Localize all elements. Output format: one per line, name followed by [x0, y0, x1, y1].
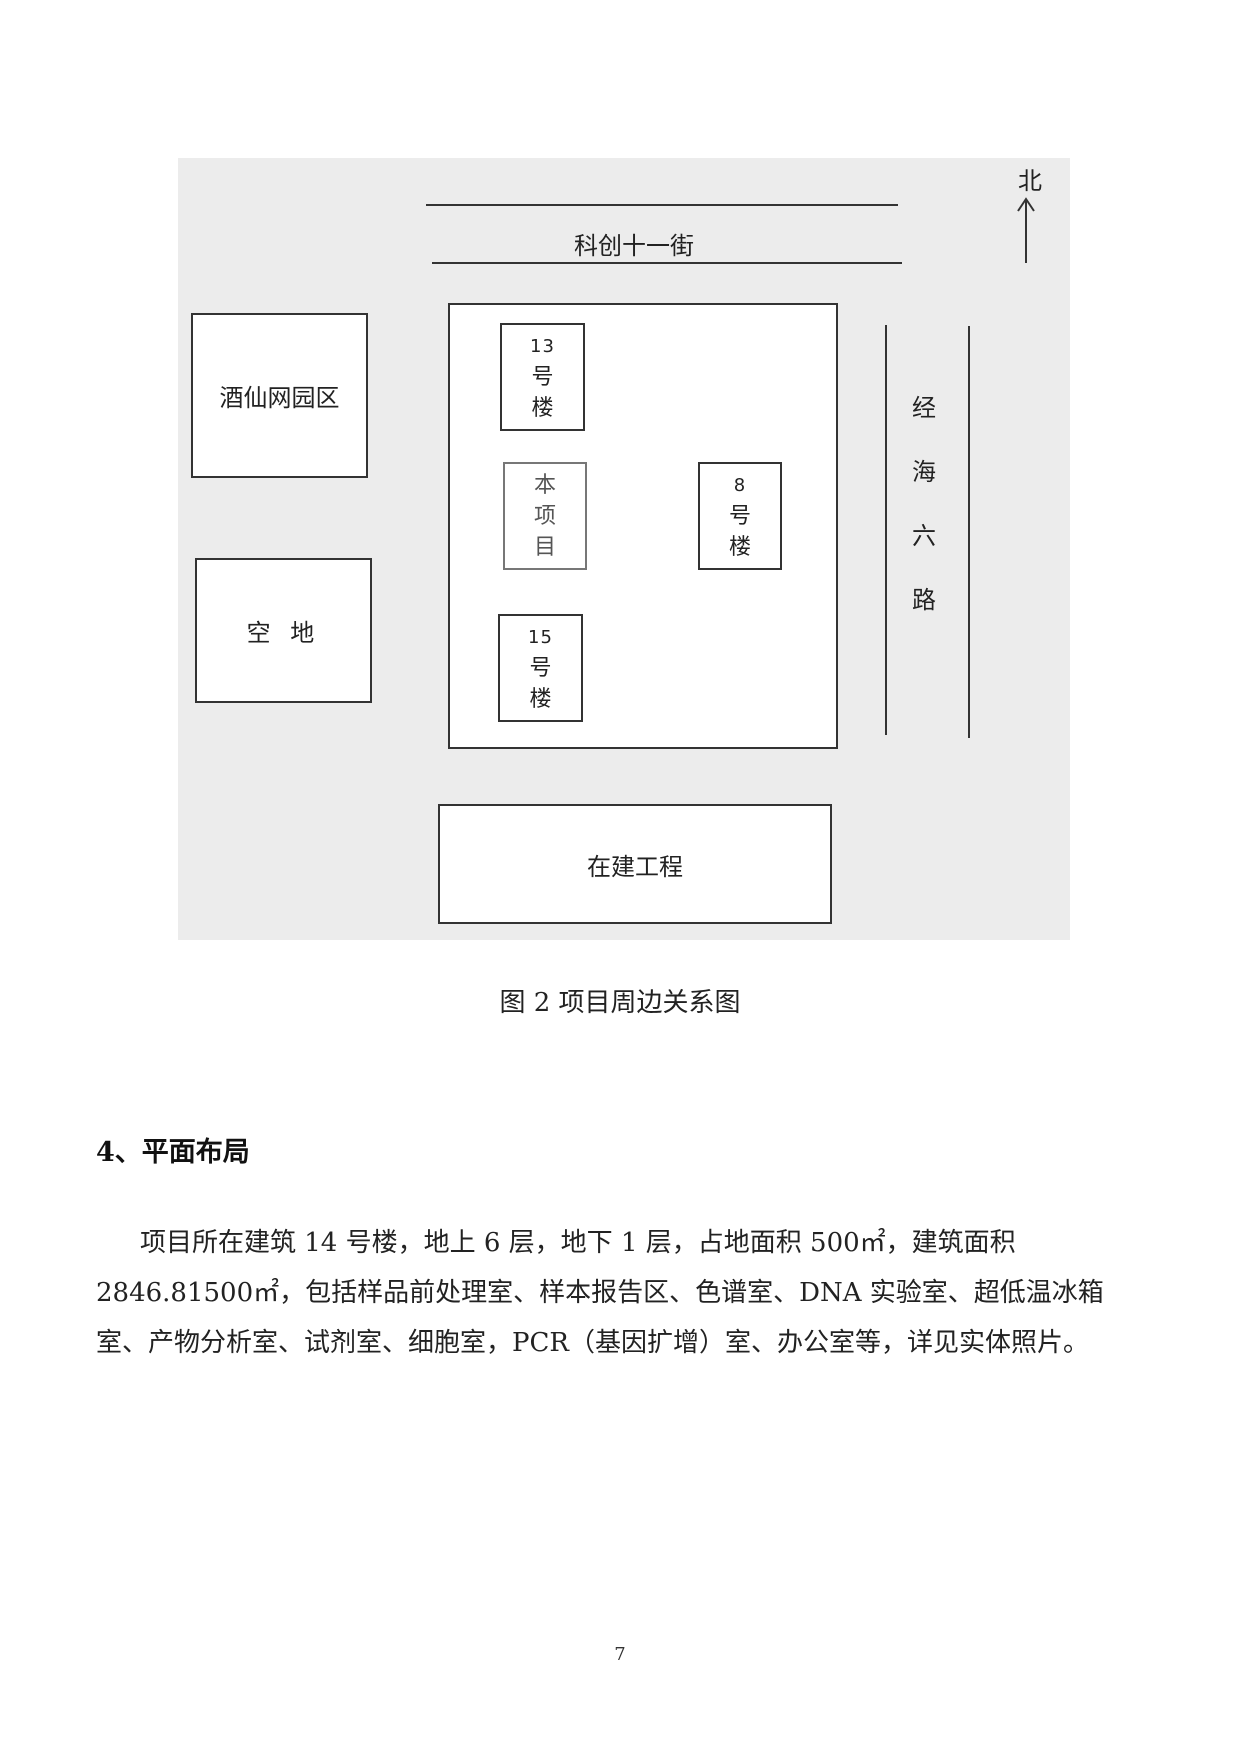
- this-project-char-3: 目: [533, 534, 556, 560]
- north-label: 北: [1018, 167, 1042, 195]
- body-paragraph-text: 项目所在建筑 14 号楼，地上 6 层，地下 1 层，占地面积 500㎡，建筑面…: [96, 1228, 1104, 1358]
- building-8: 8 号 楼: [698, 462, 782, 570]
- construction-label: 在建工程: [587, 852, 683, 881]
- road-char-3: 六: [912, 522, 936, 550]
- building-15-number: 15: [528, 626, 553, 648]
- section-heading: 4、平面布局: [96, 1137, 250, 1168]
- figure-caption: 图 2 项目周边关系图: [499, 988, 741, 1018]
- body-paragraph: 项目所在建筑 14 号楼，地上 6 层，地下 1 层，占地面积 500㎡，建筑面…: [96, 1218, 1116, 1368]
- building-15-char-1: 号: [529, 655, 552, 681]
- this-project-char-2: 项: [533, 503, 556, 529]
- street-top-north-edge: [426, 204, 898, 206]
- building-13-number: 13: [530, 335, 555, 357]
- north-indicator: 北: [1010, 161, 1050, 266]
- this-project-building: 本 项 目: [503, 462, 587, 570]
- empty-lot-label: 空 地: [246, 619, 321, 647]
- road-char-2: 海: [912, 458, 936, 486]
- building-13: 13 号 楼: [500, 323, 585, 431]
- building-8-char-1: 号: [728, 503, 751, 529]
- road-east-west-edge: [885, 325, 887, 735]
- street-label: 科创十一街: [574, 232, 694, 260]
- page-number: 7: [614, 1644, 626, 1665]
- building-15: 15 号 楼: [498, 614, 583, 722]
- road-char-1: 经: [912, 394, 936, 422]
- west-park-label: 酒仙网园区: [219, 384, 340, 412]
- road-east-east-edge: [968, 326, 970, 738]
- this-project-char-1: 本: [533, 472, 556, 498]
- west-park-block: 酒仙网园区: [191, 313, 368, 478]
- road-east-label: 经 海 六 路: [912, 376, 936, 632]
- building-15-char-2: 楼: [529, 686, 552, 712]
- building-13-char-2: 楼: [531, 395, 554, 421]
- street-top-south-edge: [432, 262, 902, 264]
- north-arrow-icon: [1017, 197, 1035, 263]
- construction-block: 在建工程: [438, 804, 832, 924]
- road-char-4: 路: [912, 586, 936, 614]
- building-8-char-2: 楼: [728, 534, 751, 560]
- project-compound: 13 号 楼 本 项 目 8 号 楼 15 号 楼: [448, 303, 838, 749]
- building-13-char-1: 号: [531, 364, 554, 390]
- empty-lot-block: 空 地: [195, 558, 372, 703]
- site-relationship-diagram: 科创十一街 酒仙网园区 空 地 13 号 楼 本 项 目 8: [178, 158, 1070, 940]
- building-8-number: 8: [733, 474, 747, 496]
